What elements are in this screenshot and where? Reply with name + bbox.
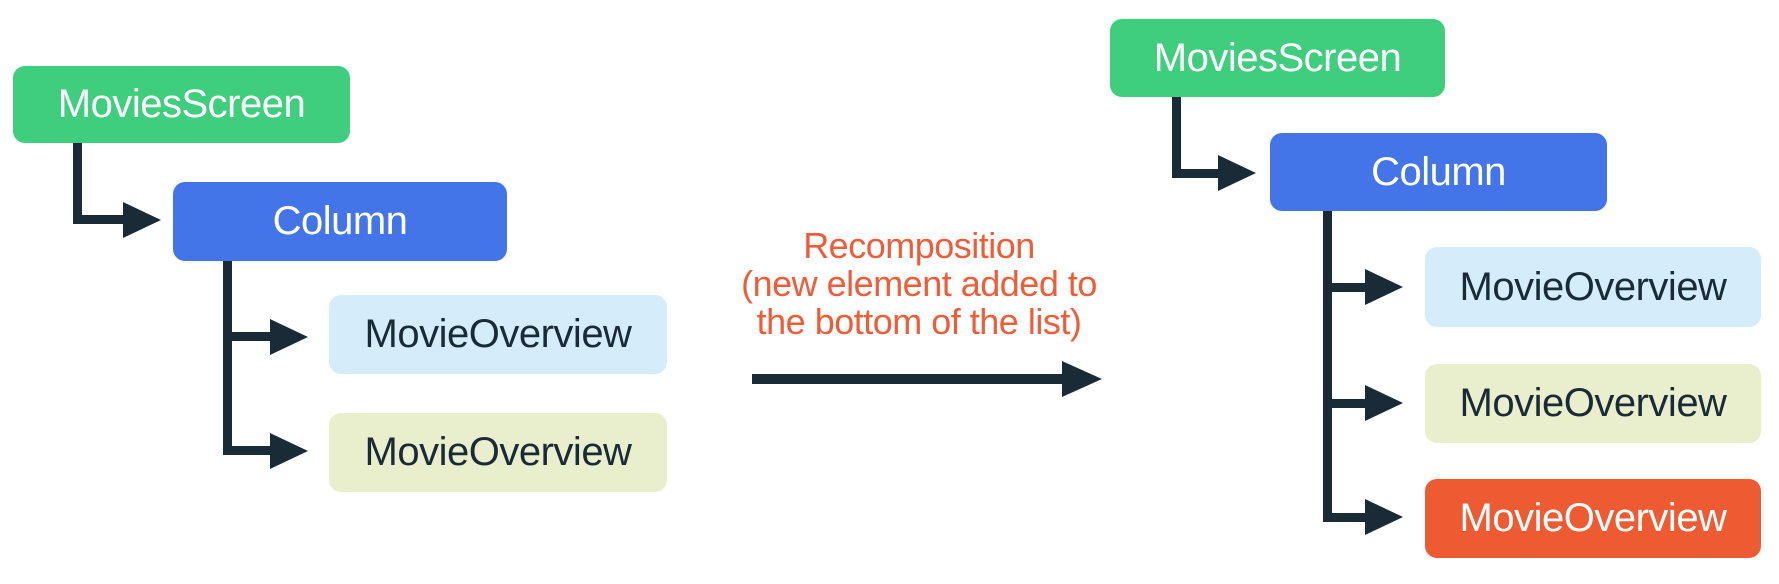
- left-root-connector-vertical-line: [73, 143, 82, 224]
- recomposition-caption-line-2: (new element added to: [741, 263, 1097, 304]
- left-column-connector-vertical-line: [223, 261, 232, 455]
- right-branch-3-arrowhead-icon: [1365, 499, 1403, 535]
- left-tree-node-movies-screen: MoviesScreen: [13, 66, 350, 143]
- right-tree-node-movie-overview-2: MovieOverview: [1425, 364, 1761, 443]
- left-branch-1-line: [223, 332, 270, 341]
- right-root-connector-arrowhead-icon: [1218, 155, 1256, 191]
- right-root-connector-horizontal-line: [1172, 169, 1218, 178]
- right-branch-2-arrowhead-icon: [1365, 385, 1403, 421]
- right-root-connector-vertical-line: [1172, 97, 1181, 178]
- right-branch-1-arrowhead-icon: [1365, 269, 1403, 305]
- left-tree-node-movie-overview-1: MovieOverview: [329, 295, 667, 374]
- right-branch-1-line: [1323, 283, 1365, 292]
- left-tree-node-column: Column: [173, 182, 507, 261]
- recomposition-caption-line-1: Recomposition: [803, 225, 1035, 266]
- left-root-connector-arrowhead-icon: [123, 202, 161, 238]
- right-branch-3-line: [1323, 513, 1365, 522]
- left-branch-2-arrowhead-icon: [270, 433, 308, 469]
- recomposition-arrow-line: [752, 374, 1062, 384]
- left-branch-1-arrowhead-icon: [270, 319, 308, 355]
- right-tree-node-column: Column: [1270, 133, 1607, 211]
- right-tree-node-movies-screen: MoviesScreen: [1110, 19, 1445, 97]
- recomposition-arrowhead-icon: [1062, 361, 1102, 397]
- left-branch-2-line: [223, 446, 270, 455]
- left-tree-node-movie-overview-2: MovieOverview: [329, 413, 667, 492]
- right-tree-node-movie-overview-3-new: MovieOverview: [1425, 479, 1761, 558]
- left-root-connector-horizontal-line: [73, 215, 123, 224]
- recomposition-caption-line-3: the bottom of the list): [756, 301, 1082, 342]
- recomposition-caption: Recomposition (new element added to the …: [669, 227, 1169, 341]
- right-tree-node-movie-overview-1: MovieOverview: [1425, 247, 1761, 327]
- right-column-connector-vertical-line: [1323, 211, 1332, 522]
- right-branch-2-line: [1323, 399, 1365, 408]
